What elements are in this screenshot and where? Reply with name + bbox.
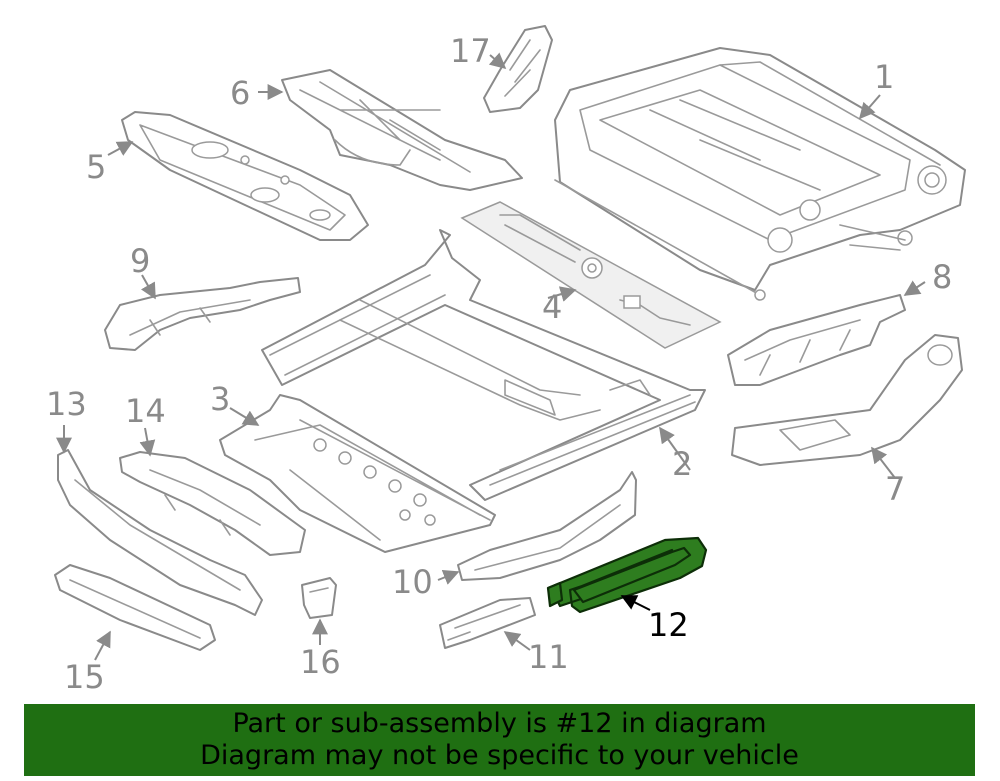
- part-11-rail-end-cap[interactable]: [439, 597, 536, 649]
- callout-11: 11: [528, 638, 569, 676]
- part-9-side-trim[interactable]: [104, 277, 301, 351]
- part-15-rear-trim[interactable]: [54, 564, 216, 651]
- callout-10: 10: [392, 563, 433, 601]
- part-16-clip[interactable]: [301, 577, 337, 619]
- callout-4: 4: [542, 288, 562, 326]
- callout-1: 1: [874, 58, 894, 96]
- parts-diagram: 1 2 3 4 5 6 7 8 9 10 11 12 13 14 15 16 1…: [46, 25, 966, 696]
- notice-banner: Part or sub-assembly is #12 in diagram D…: [24, 704, 975, 776]
- banner-line-1: Part or sub-assembly is #12 in diagram: [232, 708, 767, 739]
- part-4-adjuster-kit[interactable]: [460, 201, 722, 349]
- part-17-bracket[interactable]: [483, 25, 553, 113]
- callout-8: 8: [932, 258, 952, 296]
- callout-5: 5: [86, 148, 106, 186]
- part-6-cushion-pan[interactable]: [281, 69, 523, 191]
- part-5-seat-pan[interactable]: [121, 111, 369, 241]
- part-7-side-shield[interactable]: [731, 334, 963, 466]
- callout-14: 14: [125, 392, 166, 430]
- callout-9: 9: [130, 242, 150, 280]
- part-8-side-shield-inner[interactable]: [727, 294, 906, 386]
- callout-16: 16: [300, 643, 341, 681]
- callout-6: 6: [230, 74, 250, 112]
- part-14-trim-cover[interactable]: [119, 451, 306, 556]
- callout-15: 15: [64, 658, 105, 696]
- callout-7: 7: [885, 470, 905, 508]
- callout-12: 12: [648, 606, 689, 644]
- part-12-rail-trim-highlighted[interactable]: [546, 536, 708, 614]
- part-1-seat-frame[interactable]: [554, 47, 966, 301]
- part-13-long-trim[interactable]: [57, 449, 263, 616]
- callout-17: 17: [450, 32, 491, 70]
- leader-lines: [56, 52, 926, 661]
- part-3-lower-pan[interactable]: [219, 394, 496, 553]
- callout-2: 2: [672, 445, 692, 483]
- banner-line-2: Diagram may not be specific to your vehi…: [200, 740, 799, 771]
- part-2-seat-track[interactable]: [261, 229, 706, 501]
- callout-13: 13: [46, 385, 87, 423]
- part-10-rail-cover[interactable]: [457, 471, 637, 581]
- callout-3: 3: [210, 380, 230, 418]
- callout-labels: 1 2 3 4 5 6 7 8 9 10 11 12 13 14 15 16 1…: [46, 32, 952, 696]
